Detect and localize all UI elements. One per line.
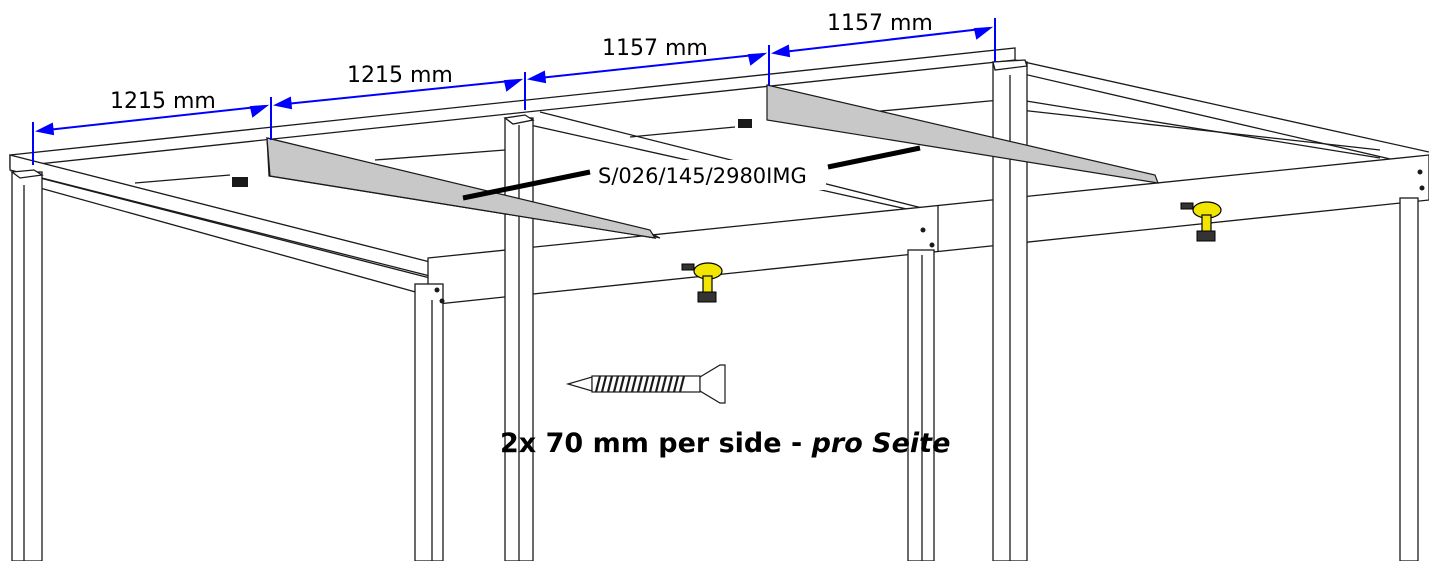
dimension-label-4: 1157 mm: [827, 11, 933, 36]
dimension-label-1: 1215 mm: [110, 89, 216, 114]
dimension-lines: [32, 18, 996, 165]
drill-icon: [681, 262, 723, 303]
rafter-left-top: [266, 137, 657, 239]
rafter-right: [766, 84, 1159, 184]
bracket-block: [738, 119, 752, 128]
bracket-block: [232, 177, 248, 187]
frame-structure: [9, 47, 1429, 561]
leader-line-left: [462, 169, 591, 201]
drill-icon: [1180, 201, 1222, 242]
dimension-label-3: 1157 mm: [602, 36, 708, 61]
part-label-background: [592, 160, 826, 190]
leader-line-right: [827, 145, 921, 170]
caption-italic: pro Seite: [811, 428, 951, 459]
screw-holes: [434, 169, 1425, 304]
dimension-label-2: 1215 mm: [347, 63, 453, 88]
screw-caption: 2x 70 mm per side - pro Seite: [500, 428, 950, 459]
screw-icon: [565, 364, 726, 404]
part-label: S/026/145/2980IMG: [598, 164, 807, 188]
caption-main: 2x 70 mm per side -: [500, 428, 812, 459]
